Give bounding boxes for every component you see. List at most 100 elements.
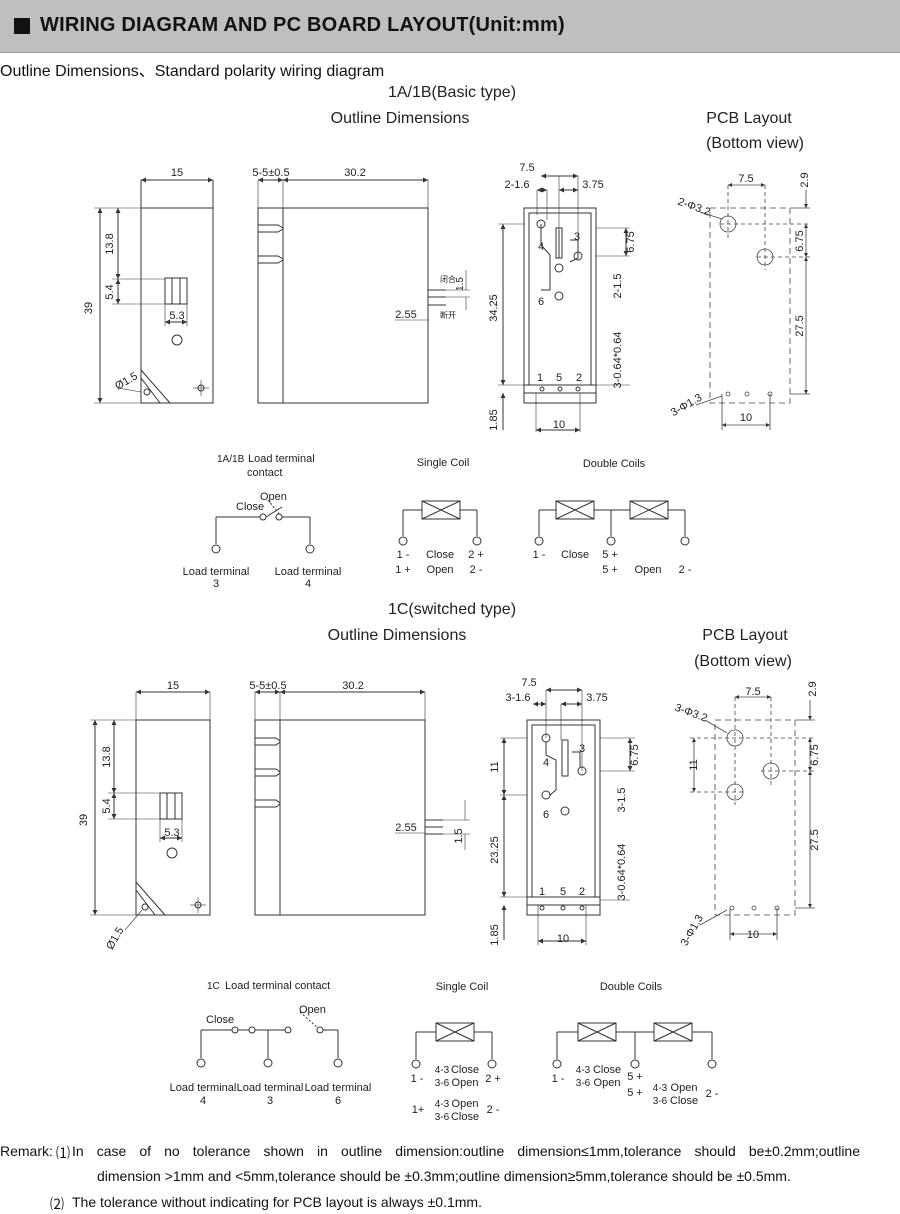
switched-single-title: Single Coil [436,981,489,993]
basic-contact-diagram [211,499,315,554]
intro-text: Outline Dimensions、Standard polarity wir… [0,63,385,80]
basic-bottom-t5: 5 [556,372,562,384]
basic-bottom-d215: 2-1.5 [612,273,624,298]
switched-outline-title: Outline Dimensions [328,627,467,644]
switched-single-e1: 4-3 [435,1099,450,1110]
switched-double-f: 2 - [706,1088,719,1100]
basic-side-view [94,177,214,404]
basic-double-a: 1 - [533,549,546,561]
basic-single-title: Single Coil [417,457,470,469]
switched-pcb-phi13: 3-Φ1.3 [679,913,706,948]
switched-contact-lt2: Load terminal [237,1082,304,1094]
remark-1-line-1: In case of no tolerance shown in outline… [72,1143,860,1159]
basic-bottom-d10: 10 [553,419,565,431]
switched-front-view [254,689,470,916]
basic-contact-lt1: Load terminal [183,566,250,578]
basic-bottom-t2: 2 [576,372,582,384]
switched-bottom-d375: 3.75 [586,692,607,704]
switched-single-e2t: Close [451,1111,479,1123]
switched-single-coil [411,1022,497,1069]
basic-bottom-d75: 7.5 [519,162,534,174]
switched-pcb-layout [690,695,815,940]
switched-single-b2t: Open [452,1077,479,1089]
switched-bottom-d10: 10 [557,933,569,945]
basic-double-title: Double Coils [583,458,646,470]
basic-bottom-view [498,173,630,433]
basic-contact-open: Open [260,491,287,503]
basic-double-e: Open [635,564,662,576]
switched-pcb-d11: 11 [688,759,700,770]
basic-type-section: 1A/1B(Basic type) Outline Dimensions PCB… [83,84,811,590]
basic-contact-lt2: Load terminal [275,566,342,578]
basic-double-f: 2 - [679,564,692,576]
basic-front-d15: 1.5 [455,277,466,291]
switched-side-view [90,689,211,931]
switched-side-w15: 15 [167,680,179,692]
remark-label: Remark: [0,1143,53,1159]
switched-single-e1t: Open [452,1098,479,1110]
remark-2-num: ⑵ [50,1196,64,1212]
basic-double-coils [534,500,690,546]
basic-bottom-t3: 3 [574,231,580,243]
basic-double-d: 5 + [602,564,618,576]
basic-type-title: 1A/1B(Basic type) [388,84,516,101]
switched-single-b1t: Close [451,1064,479,1076]
switched-pcb-title: PCB Layout [702,627,788,644]
switched-type-title: 1C(switched type) [388,601,516,618]
switched-bottom-d315: 3-1.5 [616,787,628,812]
switched-contact-diagram [196,1011,343,1068]
basic-contact-close: Close [236,501,264,513]
switched-bottom-t5: 5 [560,886,566,898]
basic-single-r1b: Close [426,549,454,561]
switched-bottom-t1: 1 [539,886,545,898]
basic-front-open-cn: 断开 [440,310,456,320]
basic-pcb-subtitle: (Bottom view) [706,135,804,152]
switched-single-d: 1+ [412,1104,425,1116]
switched-double-c: 5 + [627,1071,643,1083]
switched-double-e2t: Close [670,1095,698,1107]
section-title: WIRING DIAGRAM AND PC BOARD LAYOUT(Unit:… [40,14,565,36]
switched-pcb-d29: 2.9 [807,681,819,696]
remark-2-text: The tolerance without indicating for PCB… [72,1194,482,1210]
square-bullet-icon [14,18,30,34]
basic-contact-lt1n: 3 [213,578,219,590]
switched-double-e1t: Open [671,1082,698,1094]
basic-bottom-t6: 6 [538,296,544,308]
switched-bottom-d3064: 3-0.64*0.64 [616,844,628,901]
basic-side-d53: 5.3 [169,310,184,322]
basic-side-h39: 39 [83,302,95,314]
basic-pcb-d675: 6.75 [794,230,806,251]
switched-double-title: Double Coils [600,981,663,993]
basic-pcb-d10: 10 [740,412,752,424]
basic-single-r2a: 1 + [395,564,411,576]
basic-bottom-d216: 2-1.6 [504,179,529,191]
switched-pcb-subtitle: (Bottom view) [694,653,792,670]
switched-front-pin: 5-5±0.5 [249,680,286,692]
switched-single-b1: 4-3 [435,1065,450,1076]
switched-contact-lt1n: 4 [200,1095,206,1107]
basic-contact-title-c: contact [247,467,282,479]
switched-front-len: 30.2 [342,680,363,692]
switched-bottom-view [500,687,635,945]
basic-front-close-cn: 闭合 [440,274,456,284]
switched-bottom-t4: 4 [543,757,549,769]
switched-contact-lt3n: 6 [335,1095,341,1107]
basic-pcb-d275: 27.5 [794,315,806,336]
basic-contact-title-b: Load terminal [248,453,315,465]
basic-front-d255: 2.55 [395,309,416,321]
basic-pcb-phi32: 2-Φ3.2 [676,196,712,219]
basic-pcb-title: PCB Layout [706,110,792,127]
switched-pcb-d275: 27.5 [809,829,821,850]
basic-bottom-d185: 1.85 [488,409,500,430]
switched-pcb-d10: 10 [747,929,759,941]
basic-single-r1c: 2 + [468,549,484,561]
switched-single-b2: 3-6 [435,1078,450,1089]
switched-double-d: 5 + [627,1087,643,1099]
switched-contact-lt2n: 3 [267,1095,273,1107]
switched-contact-open: Open [299,1004,326,1016]
switched-bottom-d185: 1.85 [489,924,501,945]
switched-side-d54: 5.4 [101,798,113,813]
switched-double-b1: 4-3 [576,1065,591,1076]
switched-single-f: 2 - [487,1104,500,1116]
